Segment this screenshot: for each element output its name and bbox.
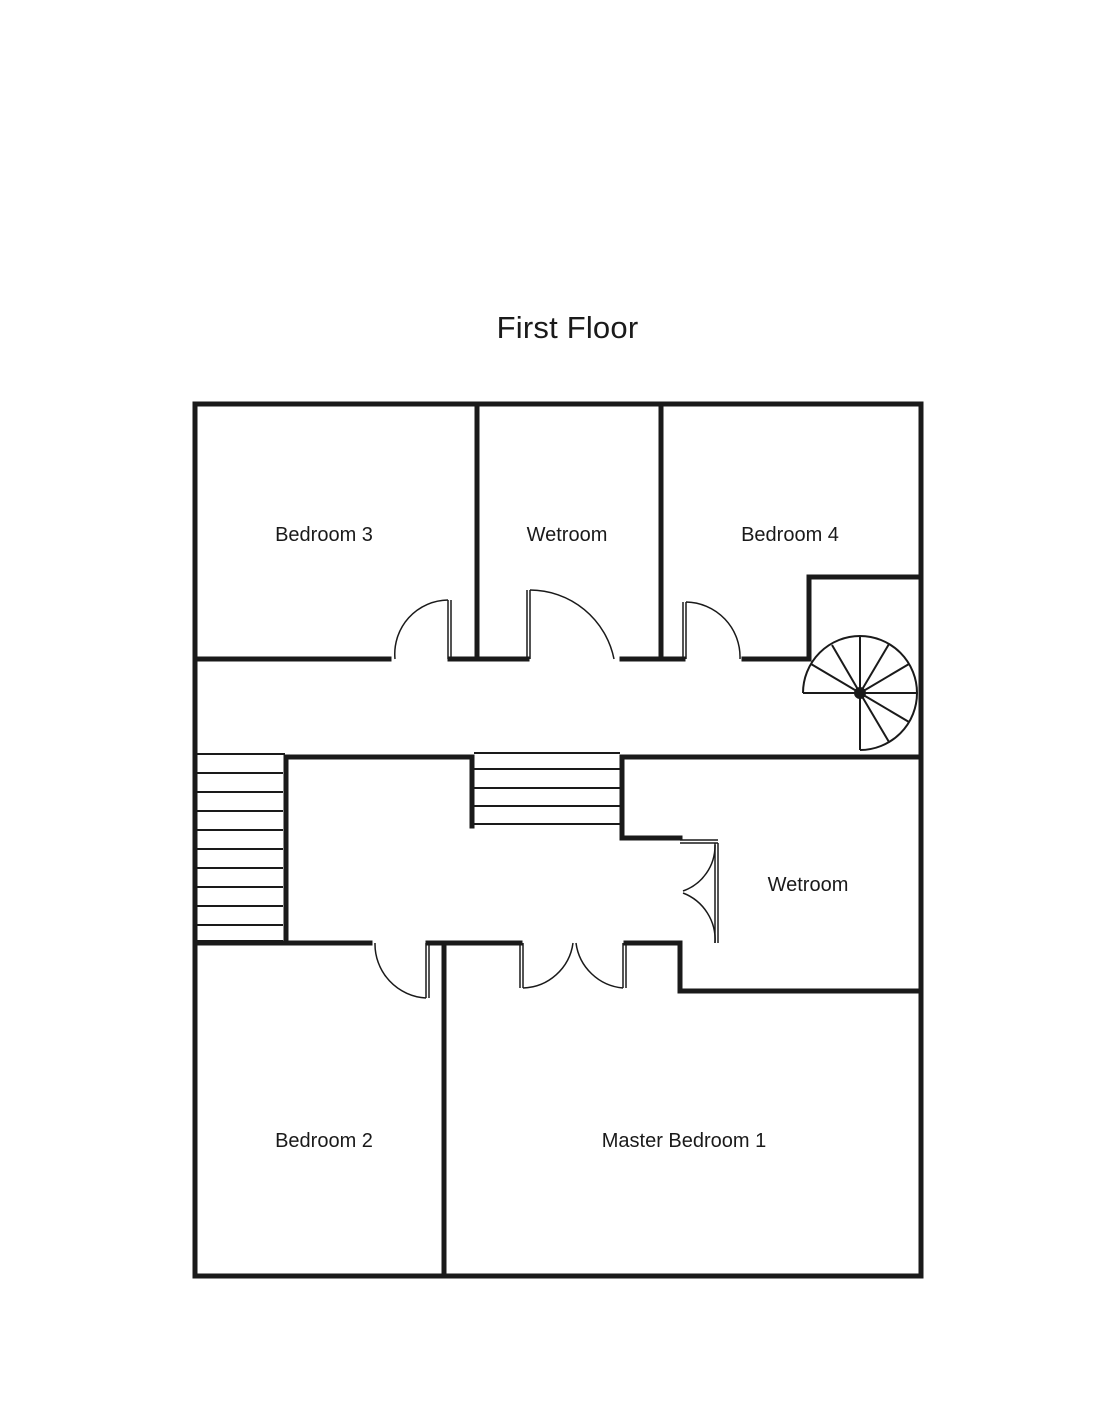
room-label-bedroom2: Bedroom 2 — [275, 1130, 373, 1152]
interior-walls — [192, 401, 924, 1279]
exterior-wall — [192, 401, 924, 1279]
door-master-bedroom — [519, 942, 627, 989]
room-label-wetroom-top: Wetroom — [527, 524, 608, 546]
door-wetroom-top — [526, 589, 615, 660]
room-labels: Bedroom 3 Wetroom Bedroom 4 Wetroom Bedr… — [275, 524, 848, 1152]
room-label-bedroom3: Bedroom 3 — [275, 524, 373, 546]
door-bedroom4 — [682, 601, 741, 660]
left-staircase — [197, 753, 285, 942]
room-label-bedroom4: Bedroom 4 — [741, 524, 839, 546]
wall-stair-enclosure — [806, 574, 924, 662]
plan-title: First Floor — [496, 310, 639, 345]
room-label-master-bedroom: Master Bedroom 1 — [602, 1130, 767, 1152]
outer-walls — [192, 401, 924, 1279]
room-label-wetroom-right: Wetroom — [768, 874, 849, 896]
door-bedroom2 — [374, 942, 430, 999]
centre-staircase — [474, 752, 620, 825]
doors — [374, 589, 741, 999]
spiral-staircase — [802, 635, 918, 751]
door-bedroom3 — [394, 599, 452, 660]
wall-wetroom-bottom — [677, 940, 924, 994]
wall-landing-right — [619, 754, 683, 841]
door-wetroom-right — [680, 839, 719, 944]
